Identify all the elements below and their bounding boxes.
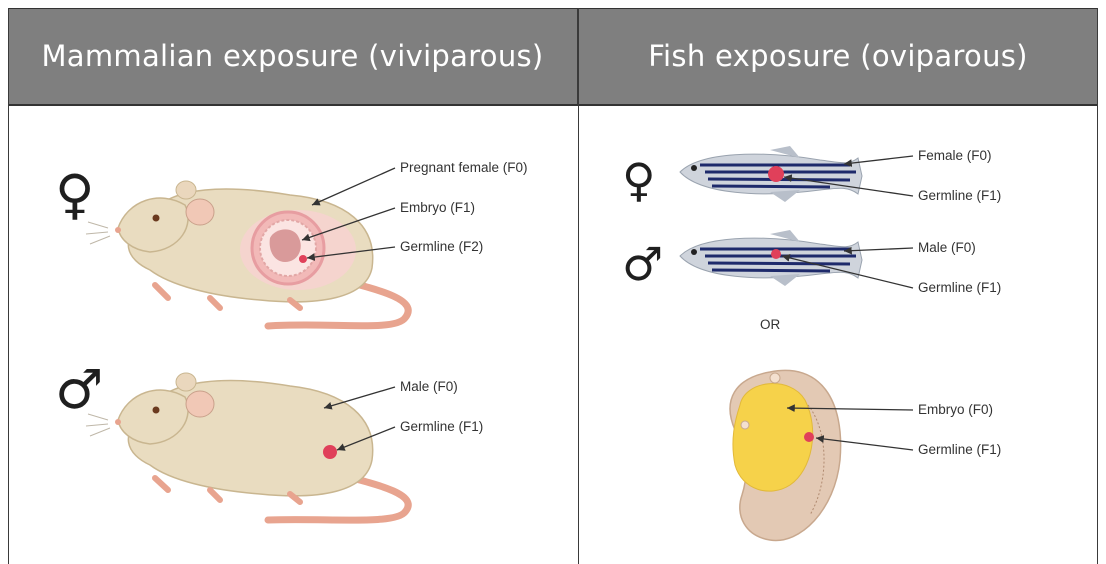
label-fish-embryo: Embryo (F0) — [918, 402, 993, 417]
label-germline-f2: Germline (F2) — [400, 239, 483, 254]
or-text: OR — [760, 317, 781, 332]
label-male-f0: Male (F0) — [400, 379, 458, 394]
fish-female-germline-dot — [768, 166, 784, 182]
label-fish-embryo-germline: Germline (F1) — [918, 442, 1001, 457]
label-pregnant-female: Pregnant female (F0) — [400, 160, 528, 175]
male-symbol-icon: ♂ — [55, 358, 103, 421]
label-fish-male-germline: Germline (F1) — [918, 280, 1001, 295]
male-mouse-illustration — [86, 373, 408, 520]
fish-female-symbol-icon: ♀ — [622, 153, 656, 207]
male-fish-illustration — [680, 230, 862, 286]
label-fish-male: Male (F0) — [918, 240, 976, 255]
fish-embryo-germline-dot — [804, 432, 814, 442]
fish-male-symbol-icon: ♂ — [622, 237, 663, 291]
label-fish-female: Female (F0) — [918, 148, 992, 163]
label-fish-female-germline: Germline (F1) — [918, 188, 1001, 203]
fish-male-germline-dot — [771, 249, 781, 259]
label-embryo-f1: Embryo (F1) — [400, 200, 475, 215]
germline-f1-dot — [323, 445, 337, 459]
pregnant-mouse-illustration — [86, 181, 408, 326]
label-germline-f1-mouse: Germline (F1) — [400, 419, 483, 434]
germline-f2-dot — [299, 255, 307, 263]
female-symbol-icon: ♀ — [55, 163, 95, 226]
fish-embryo-illustration — [730, 370, 841, 540]
